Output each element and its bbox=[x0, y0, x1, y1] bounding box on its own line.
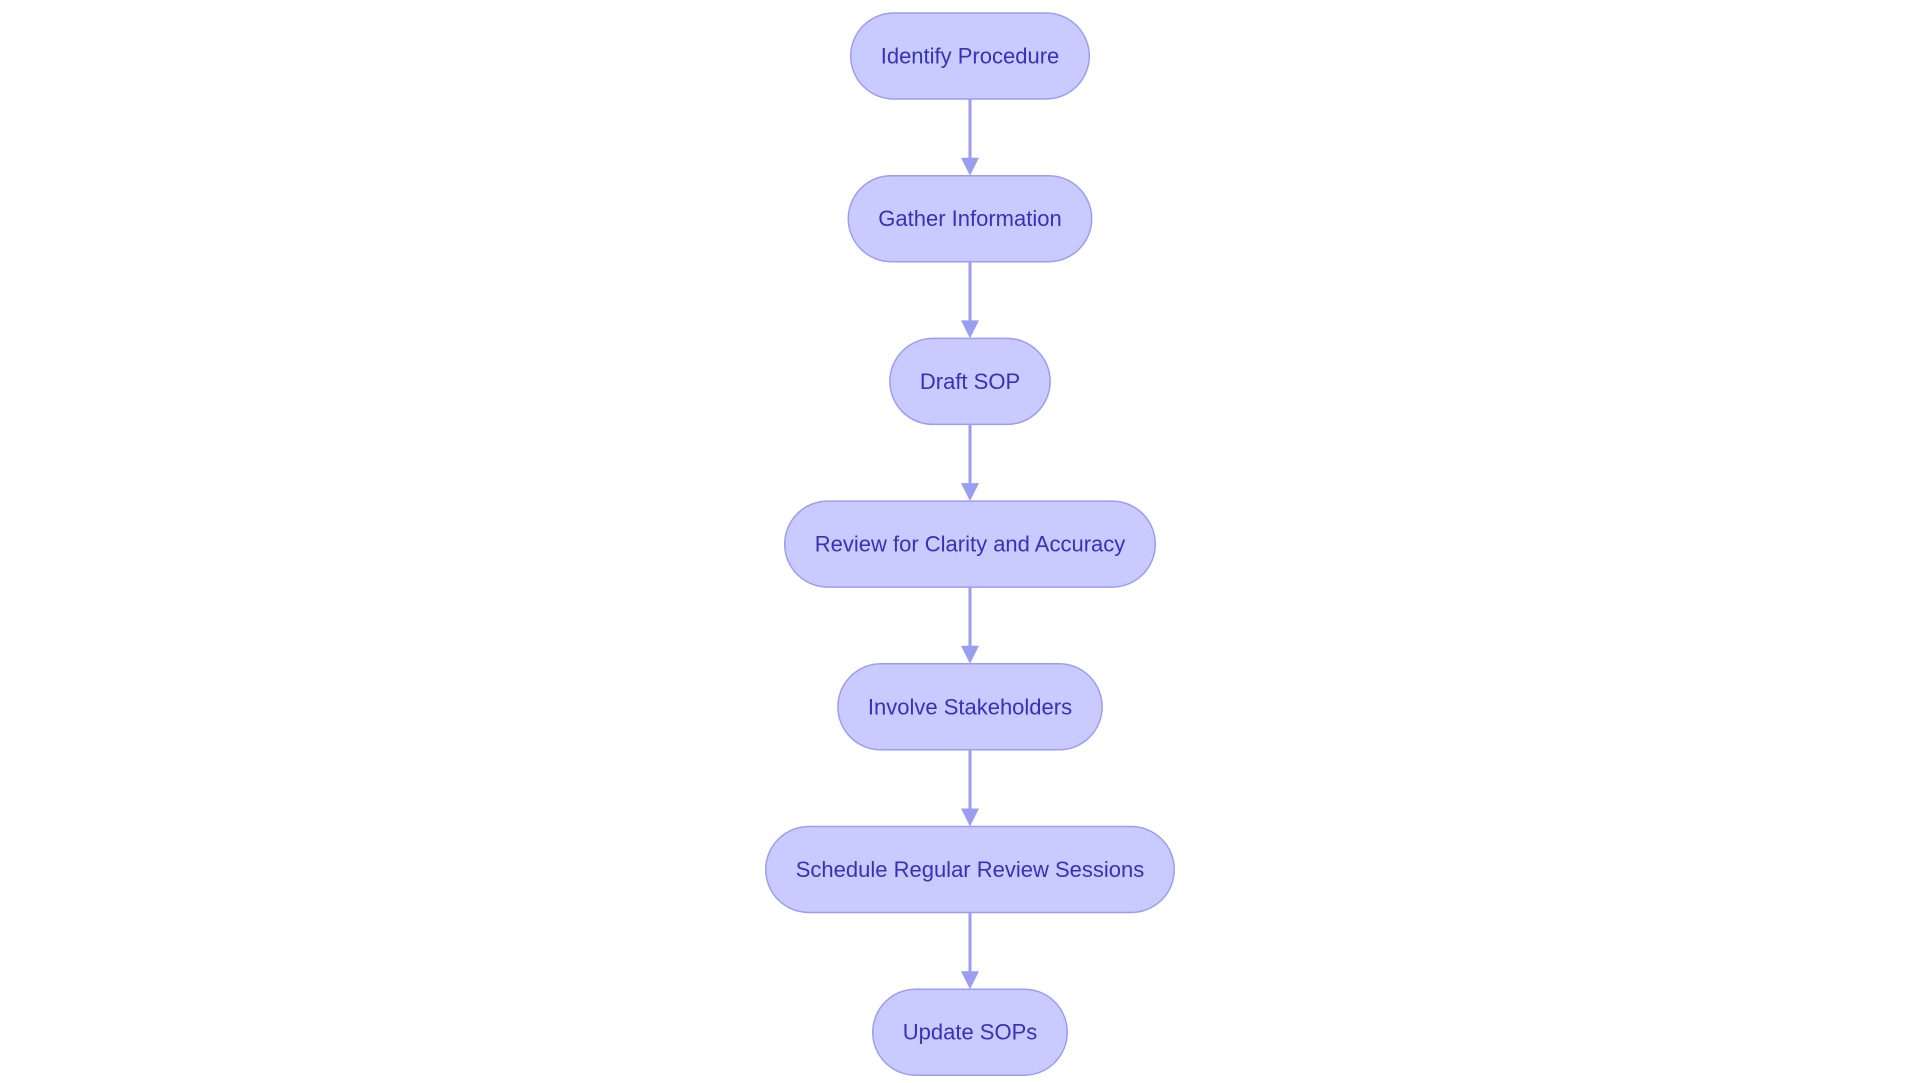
edge-identify-procedure-to-gather-information bbox=[961, 99, 979, 176]
node-label: Update SOPs bbox=[903, 1020, 1038, 1045]
arrowhead-icon bbox=[961, 320, 979, 339]
node-shape bbox=[849, 12, 1091, 100]
node-involve-stakeholders: Involve Stakeholders bbox=[837, 663, 1103, 751]
arrowhead-icon bbox=[961, 157, 979, 176]
node-shape bbox=[783, 500, 1157, 588]
edge-draft-sop-to-review-clarity-accuracy bbox=[961, 424, 979, 502]
node-shape bbox=[837, 663, 1103, 751]
arrowhead-icon bbox=[961, 808, 979, 827]
arrowhead-icon bbox=[961, 971, 979, 990]
node-schedule-review-sessions: Schedule Regular Review Sessions bbox=[764, 825, 1176, 914]
node-label: Gather Information bbox=[878, 206, 1061, 231]
arrowhead-icon bbox=[961, 483, 979, 502]
node-gather-information: Gather Information bbox=[847, 174, 1093, 263]
node-update-sops: Update SOPs bbox=[871, 988, 1069, 1076]
node-label: Draft SOP bbox=[920, 369, 1020, 394]
node-label: Schedule Regular Review Sessions bbox=[796, 857, 1145, 882]
edges-layer bbox=[961, 99, 979, 990]
edge-schedule-review-sessions-to-update-sops bbox=[961, 912, 979, 990]
node-label: Involve Stakeholders bbox=[868, 694, 1072, 719]
node-shape bbox=[764, 825, 1176, 914]
edge-review-clarity-accuracy-to-involve-stakeholders bbox=[961, 587, 979, 664]
node-shape bbox=[889, 337, 1051, 426]
edge-involve-stakeholders-to-schedule-review-sessions bbox=[961, 749, 979, 827]
node-shape bbox=[871, 988, 1069, 1076]
node-label: Review for Clarity and Accuracy bbox=[815, 532, 1126, 557]
node-identify-procedure: Identify Procedure bbox=[849, 12, 1091, 100]
node-review-clarity-accuracy: Review for Clarity and Accuracy bbox=[783, 500, 1157, 588]
edge-gather-information-to-draft-sop bbox=[961, 261, 979, 339]
arrowhead-icon bbox=[961, 645, 979, 664]
node-shape bbox=[847, 174, 1093, 263]
node-draft-sop: Draft SOP bbox=[889, 337, 1051, 426]
node-label: Identify Procedure bbox=[881, 44, 1060, 69]
